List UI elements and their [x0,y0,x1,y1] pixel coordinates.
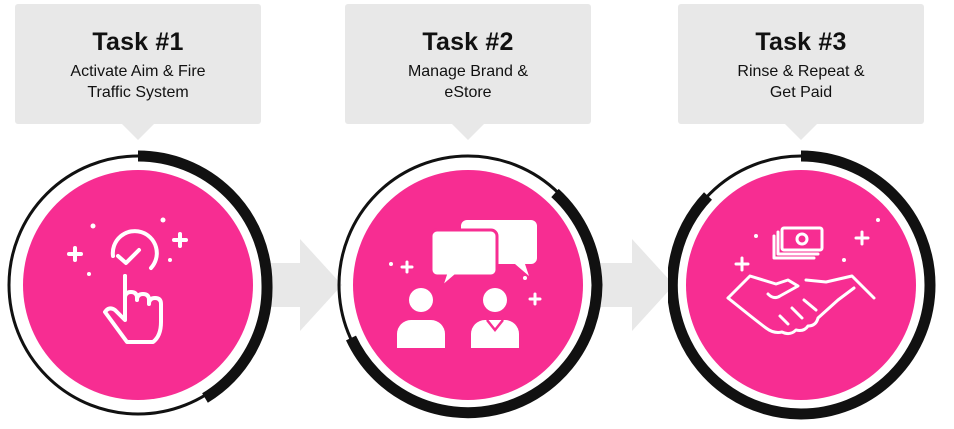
flow-arrow-2 [594,239,674,331]
step-2-title: Task #2 [422,28,514,56]
step-2: Task #2 Manage Brand & eStore [335,0,603,429]
step-3-title: Task #3 [755,28,847,56]
step-1-subtitle-line2: Traffic System [87,84,189,101]
step-3-callout: Task #3 Rinse & Repeat & Get Paid [678,4,924,140]
step-3-subtitle-line2: Get Paid [769,84,833,101]
people-chat-icon [397,220,537,348]
step-1-badge [5,148,280,423]
step-3-subtitle-line1: Rinse & Repeat & [737,63,865,80]
pointer-click-icon [67,229,188,344]
step-3: Task #3 Rinse & Repeat & Get Paid [668,0,936,429]
step-1-callout: Task #1 Activate Aim & Fire Traffic Syst… [15,4,261,140]
step-1-subtitle-line1: Activate Aim & Fire [70,63,206,80]
flow-arrow-1 [262,239,342,331]
step-3-badge [668,148,943,423]
step-2-callout: Task #2 Manage Brand & eStore [345,4,591,140]
step-1: Task #1 Activate Aim & Fire Traffic Syst… [5,0,273,429]
step-2-subtitle-line2: eStore [444,84,492,101]
handshake-money-icon [726,226,876,336]
step-1-title: Task #1 [92,28,184,56]
step-2-subtitle-line1: Manage Brand & [407,63,529,80]
step-2-badge [335,148,610,423]
